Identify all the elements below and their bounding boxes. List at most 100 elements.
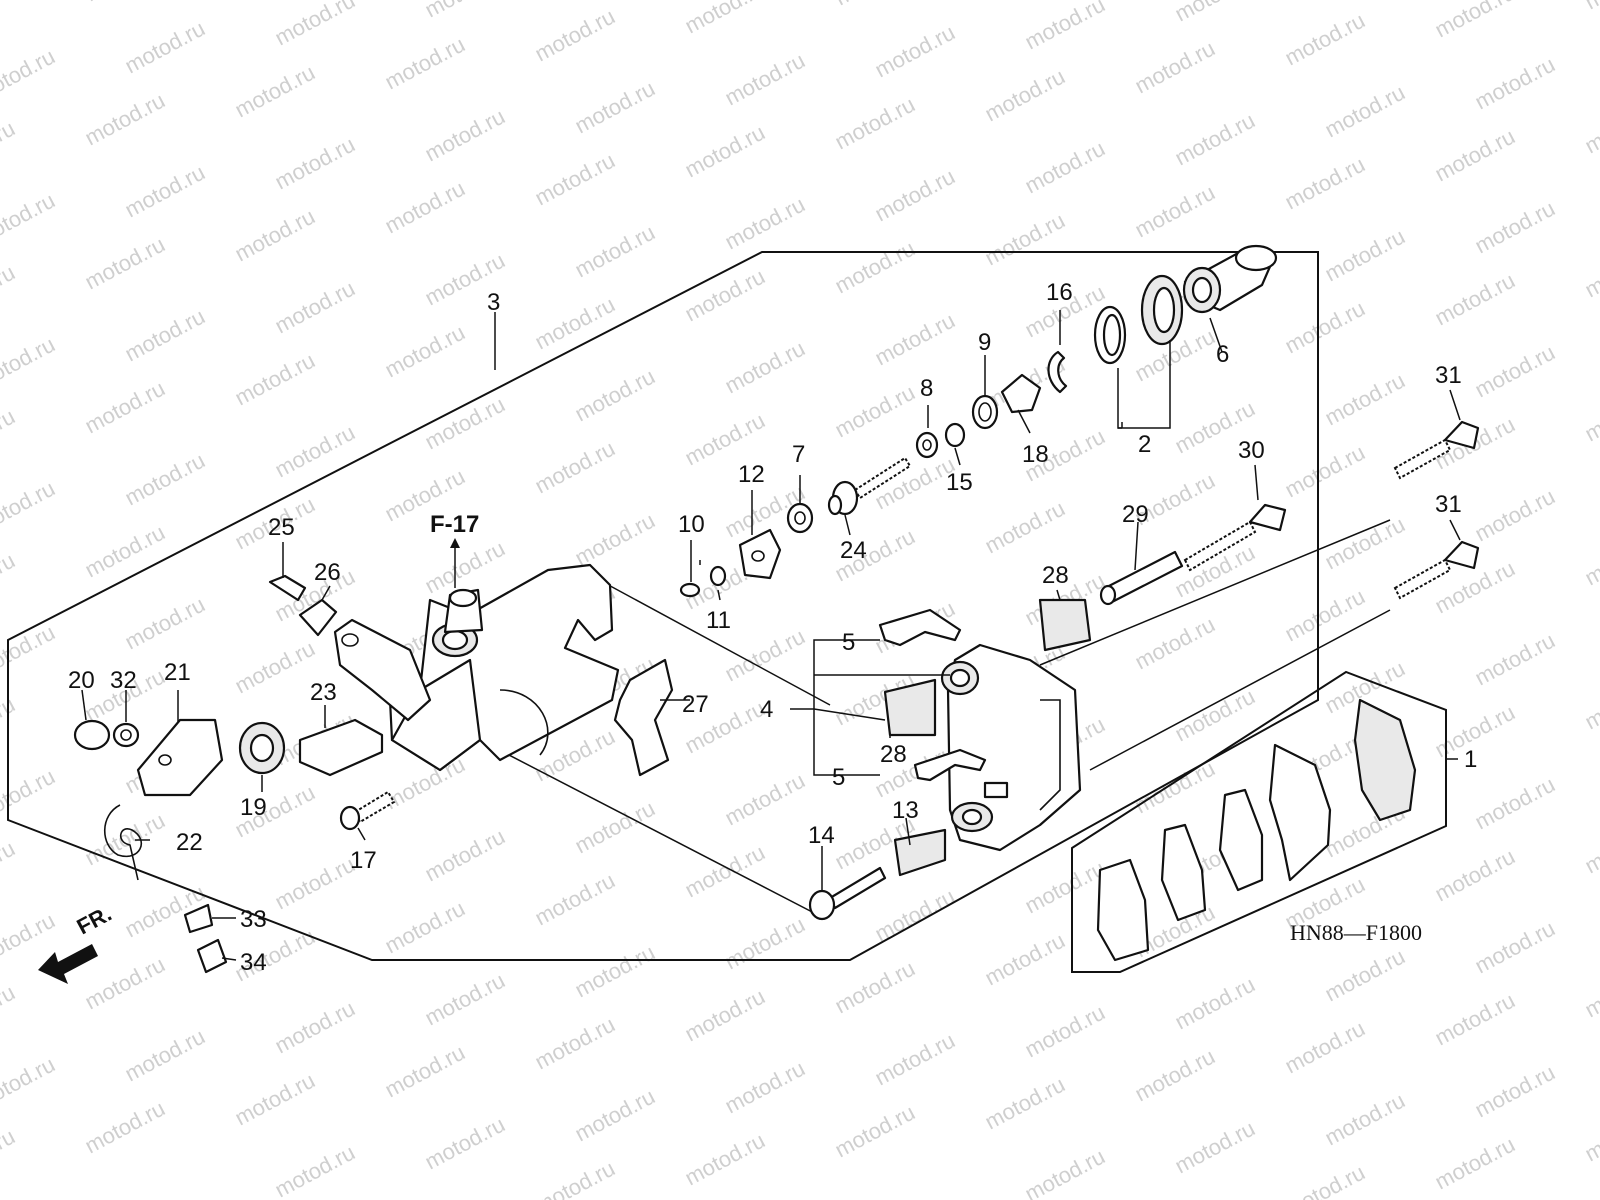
watermark-text: motod.ru [1581, 816, 1600, 879]
watermark-text: motod.ru [531, 4, 619, 67]
watermark-text: motod.ru [421, 824, 509, 887]
watermark-text: motod.ru [0, 548, 19, 611]
watermark-text: motod.ru [1471, 340, 1559, 403]
watermark-text: motod.ru [121, 16, 209, 79]
leader-lines [81, 310, 1461, 961]
callout-label: 14 [808, 822, 835, 849]
callout-label: 12 [738, 461, 765, 488]
callout-label: 16 [1046, 279, 1073, 306]
watermark-text: motod.ru [231, 636, 319, 699]
watermark-text: motod.ru [1321, 368, 1409, 431]
piston [1182, 244, 1278, 314]
watermark-text: motod.ru [381, 176, 469, 239]
watermark-text: motod.ru [121, 160, 209, 223]
callout-label: 30 [1238, 437, 1265, 464]
watermark-text: motod.ru [381, 1040, 469, 1103]
watermark-text: motod.ru [1321, 80, 1409, 143]
watermark-text: motod.ru [421, 968, 509, 1031]
callout-labels: 1 2 3 4 5 5 6 7 8 9 10 11 12 13 14 15 16… [68, 279, 1477, 976]
watermark-text: motod.ru [421, 392, 509, 455]
assembly-frame-3 [7, 251, 1319, 961]
watermark-text: motod.ru [0, 836, 19, 899]
adjuster-parts [915, 373, 1042, 459]
watermark-text: motod.ru [871, 20, 959, 83]
watermark-text: motod.ru [571, 220, 659, 283]
watermark-text: motod.ru [1431, 0, 1519, 42]
front-label: FR. [73, 901, 116, 940]
reference-label: F-17 [430, 511, 479, 538]
watermark-text: motod.ru [1471, 916, 1559, 979]
watermark-text: motod.ru [271, 0, 359, 50]
caliper-bracket [940, 643, 1082, 852]
front-arrow-icon [38, 944, 98, 984]
watermark-text: motod.ru [1431, 124, 1519, 187]
watermark-text: motod.ru [681, 264, 769, 327]
watermark-text: motod.ru [681, 1128, 769, 1191]
watermark-text: motod.ru [1471, 484, 1559, 547]
watermark-text: motod.ru [1281, 1016, 1369, 1079]
watermark-text: motod.ru [0, 1124, 19, 1187]
watermark-text: motod.ru [531, 868, 619, 931]
watermark-text: motod.ru [271, 276, 359, 339]
watermark-text: motod.ru [1581, 1104, 1600, 1167]
watermark-text: motod.ru [81, 952, 169, 1015]
callout-label: 8 [920, 375, 933, 402]
callout-label: 29 [1122, 501, 1149, 528]
watermark-text: motod.ru [721, 192, 809, 255]
callout-label: 34 [240, 949, 267, 976]
watermark-text: motod.ru [721, 336, 809, 399]
boots [883, 598, 1092, 877]
callout-label: 20 [68, 667, 95, 694]
watermark-text: motod.ru [1021, 1000, 1109, 1063]
watermark-text: motod.ru [871, 308, 959, 371]
watermark-text: motod.ru [0, 476, 59, 539]
watermark-text: motod.ru [681, 0, 769, 38]
watermark-text: motod.ru [681, 120, 769, 183]
callout-label: 26 [314, 559, 341, 586]
watermark-text: motod.ru [81, 376, 169, 439]
watermark-text: motod.ru [121, 304, 209, 367]
callout-label: 5 [842, 629, 855, 656]
callout-label: 31 [1435, 362, 1462, 389]
watermark-text: motod.ru [571, 76, 659, 139]
watermark-text: motod.ru [1281, 584, 1369, 647]
watermark-text: motod.ru [981, 928, 1069, 991]
watermark-text: motod.ru [1431, 1132, 1519, 1195]
watermark-text: motod.ru [1171, 108, 1259, 171]
watermark-text: motod.ru [381, 896, 469, 959]
watermark-text: motod.ru [1581, 960, 1600, 1023]
watermark-text: motod.ru [121, 592, 209, 655]
small-hardware [679, 502, 814, 598]
watermark-text: motod.ru [981, 496, 1069, 559]
watermark-text: motod.ru [0, 332, 59, 395]
callout-label: 10 [678, 511, 705, 538]
watermark-text: motod.ru [721, 624, 809, 687]
watermark-text: motod.ru [231, 204, 319, 267]
callout-label: 31 [1435, 491, 1462, 518]
watermark-text: motod.ru [0, 260, 19, 323]
watermark-text: motod.ru [721, 912, 809, 975]
watermark-text: motod.ru [381, 320, 469, 383]
callout-label: 5 [832, 764, 845, 791]
watermark-text: motod.ru [121, 1024, 209, 1087]
watermark-text: motod.ru [1171, 0, 1259, 26]
watermark-text: motod.ru [1171, 1116, 1259, 1179]
pad-shim [613, 658, 674, 777]
watermark-text: motod.ru [0, 692, 19, 755]
watermark-text: motod.ru [1581, 384, 1600, 447]
callout-label: 33 [240, 906, 267, 933]
watermark-text: motod.ru [0, 980, 19, 1043]
watermark-text: motod.ru [0, 404, 19, 467]
watermark-text: motod.ru [271, 852, 359, 915]
watermark-text: motod.ru [1321, 944, 1409, 1007]
callout-label: 13 [892, 797, 919, 824]
watermark-text: motod.ru [1581, 672, 1600, 735]
watermark-text: motod.ru [271, 420, 359, 483]
watermark-text: motod.ru [1281, 8, 1369, 71]
watermark-text: motod.ru [0, 116, 19, 179]
watermark-text: motod.ru [81, 232, 169, 295]
watermark-text: motod.ru [1581, 240, 1600, 303]
slide-pins-bolts [1099, 420, 1480, 606]
watermark-text: motod.ru [831, 1100, 919, 1163]
watermark-text: motod.ru [1131, 756, 1219, 819]
